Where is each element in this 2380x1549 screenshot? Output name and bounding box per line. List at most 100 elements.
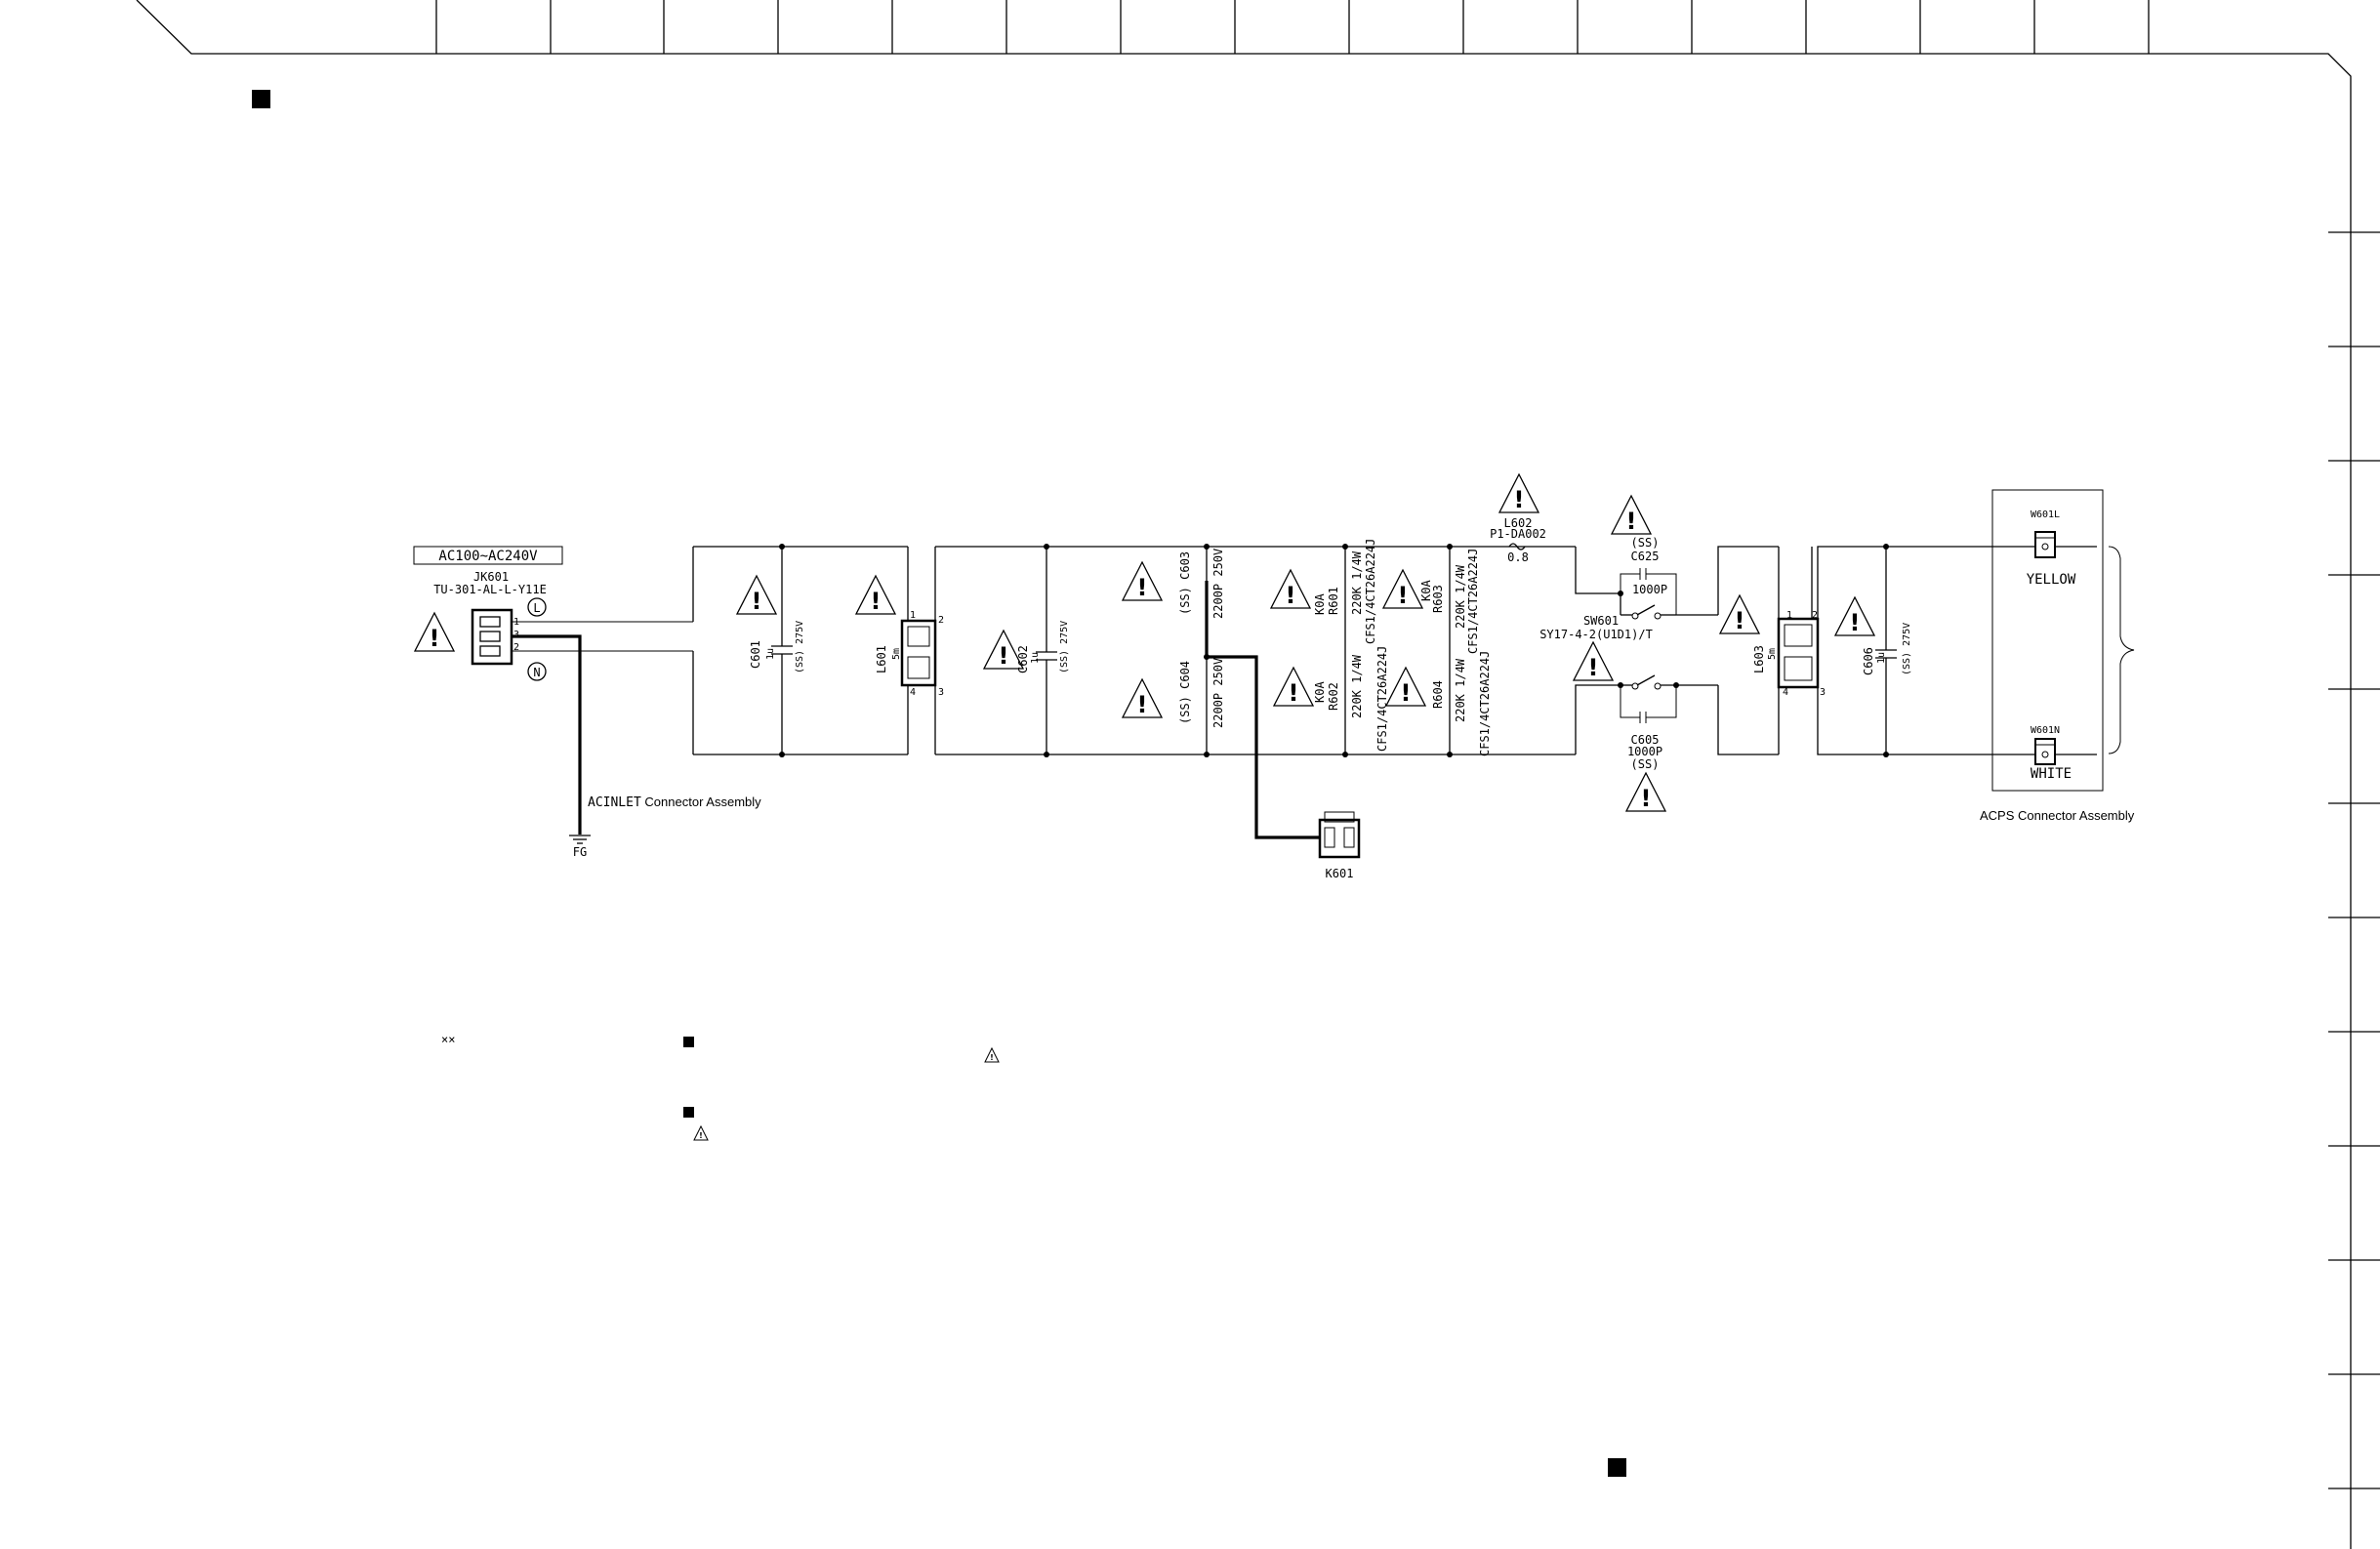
svg-text:!: !: [1289, 679, 1299, 707]
r603-tol: K0A: [1419, 580, 1433, 601]
r603-value: 220K 1/4W: [1454, 564, 1467, 629]
c602-value: 1u: [1030, 652, 1041, 664]
warning-triangle-icon: !: [982, 629, 1025, 670]
svg-text:!: !: [1401, 679, 1412, 707]
warning-triangles: ! ! ! ! ! ! ! ! ! ! ! ! ! ! ! !: [413, 472, 1876, 812]
svg-text:!: !: [752, 588, 762, 615]
right-grid-ticks: [2328, 231, 2380, 1489]
r603-ref: R603: [1431, 585, 1445, 613]
warning-triangle-icon: !: [1121, 677, 1164, 718]
warning-triangle-icon: !: [1121, 560, 1164, 601]
w601l-ref: W601L: [2031, 510, 2060, 520]
c604-ref: (SS) C604: [1178, 661, 1192, 724]
svg-text:!: !: [871, 588, 882, 615]
warning-triangle-icon: !: [735, 574, 778, 615]
svg-text:!: !: [1286, 582, 1296, 609]
warning-triangle-icon: !: [693, 1124, 709, 1141]
inlet-part: TU-301-AL-L-Y11E: [433, 583, 547, 596]
r601-ref: R601: [1327, 587, 1340, 615]
warning-triangle-icon: !: [1272, 666, 1315, 707]
r601-part: CFS1/4CT26A224J: [1364, 539, 1377, 644]
r602-part: CFS1/4CT26A224J: [1375, 646, 1389, 752]
filter-section-3: 1 2 4 3 L603 5m C606 1u (SS) 275V W601L …: [1752, 489, 2135, 823]
svg-text:!: !: [1137, 574, 1148, 601]
svg-text:!: !: [430, 625, 440, 652]
l603-value: 5m: [1767, 648, 1778, 660]
acps-label: ACPS Connector Assembly: [1980, 808, 2135, 823]
ac-input-section: AC100~AC240V JK601 TU-301-AL-L-Y11E 1 3 …: [413, 546, 761, 859]
w601n-color: WHITE: [2031, 766, 2072, 782]
filter-section-1: C601 1u (SS) 275V 2 1 4 3 L601 5m: [692, 544, 944, 757]
c601-value: 1u: [765, 648, 776, 660]
svg-text:4: 4: [910, 687, 916, 698]
warning-triangle-icon: !: [1384, 666, 1427, 707]
c605-ss: (SS): [1631, 757, 1660, 771]
c606-ref: C606: [1862, 647, 1875, 675]
r601-value: 220K 1/4W: [1350, 550, 1364, 615]
c625-ss: (SS): [1631, 536, 1660, 550]
filled-square-marker-icon: [252, 90, 270, 108]
svg-text:!: !: [699, 1131, 703, 1140]
warning-triangle-icon: !: [1833, 595, 1876, 636]
svg-text:!: !: [999, 642, 1009, 670]
r601-tol: K0A: [1313, 593, 1327, 615]
svg-text:3: 3: [1820, 687, 1826, 698]
c604-value: 2200P 250V: [1211, 658, 1225, 728]
filled-square-marker-icon: [683, 1037, 694, 1047]
svg-text:3: 3: [938, 687, 944, 698]
l602-part: P1-DA002: [1490, 527, 1546, 541]
notes-area: ×× ! !: [441, 1033, 1000, 1141]
l602-ref: L602: [1504, 516, 1533, 530]
l601-ref: L601: [875, 645, 888, 673]
k601-ref: K601: [1326, 867, 1354, 880]
warning-triangle-icon: !: [1718, 593, 1761, 634]
warning-triangle-icon: !: [984, 1046, 1000, 1063]
r603-part: CFS1/4CT26A224J: [1466, 549, 1480, 654]
r604-value: 220K 1/4W: [1454, 658, 1467, 722]
svg-text:!: !: [1398, 582, 1409, 609]
c605-value: 1000P: [1627, 745, 1662, 758]
warning-triangle-icon: !: [1624, 771, 1667, 812]
svg-text:1: 1: [910, 610, 916, 621]
l601-value: 5m: [891, 648, 902, 660]
warning-triangle-icon: !: [1381, 568, 1424, 609]
svg-text:!: !: [1735, 607, 1745, 634]
warning-triangle-icon: !: [413, 611, 456, 652]
svg-text:2: 2: [938, 615, 944, 626]
svg-text:!: !: [1137, 691, 1148, 718]
line-L: L: [533, 601, 540, 615]
warning-triangle-icon: !: [854, 574, 897, 615]
c603-value: 2200P 250V: [1211, 549, 1225, 619]
warning-triangle-icon: !: [1610, 494, 1653, 535]
l603-ref: L603: [1752, 645, 1766, 673]
warning-triangle-icon: !: [1498, 472, 1540, 513]
fg-label: FG: [573, 845, 587, 859]
r604-ref: R604: [1431, 680, 1445, 709]
c602-ref: C602: [1016, 645, 1030, 673]
svg-text:!: !: [1641, 785, 1652, 812]
c625-ref: C625: [1631, 550, 1660, 563]
svg-text:!: !: [990, 1053, 994, 1062]
svg-text:!: !: [1514, 486, 1525, 513]
c601-ref: C601: [749, 640, 762, 669]
c625-value: 1000P: [1632, 583, 1667, 596]
warning-triangle-icon: !: [1269, 568, 1312, 609]
r602-ref: R602: [1327, 682, 1340, 711]
line-N: N: [533, 666, 540, 679]
c601-rating: (SS) 275V: [795, 621, 805, 673]
svg-text:4: 4: [1783, 687, 1788, 698]
input-range-label: AC100~AC240V: [438, 549, 538, 564]
r602-value: 220K 1/4W: [1350, 654, 1364, 718]
svg-text:!: !: [1850, 609, 1861, 636]
sheet-frame: [136, 0, 2380, 1549]
filled-square-marker-icon: [683, 1107, 694, 1118]
acinlet-label: ACINLET Connector Assembly: [588, 795, 761, 810]
c602-rating: (SS) 275V: [1059, 621, 1070, 673]
w601n-ref: W601N: [2031, 725, 2060, 736]
svg-text:2: 2: [1812, 610, 1818, 621]
inlet-ref: JK601: [473, 570, 509, 584]
w601l-color: YELLOW: [2027, 572, 2076, 588]
switch-section: (SS) C625 1000P SW601 SY17-4-2(U1D1)/T C…: [1539, 536, 1779, 771]
svg-text:!: !: [1626, 508, 1637, 535]
